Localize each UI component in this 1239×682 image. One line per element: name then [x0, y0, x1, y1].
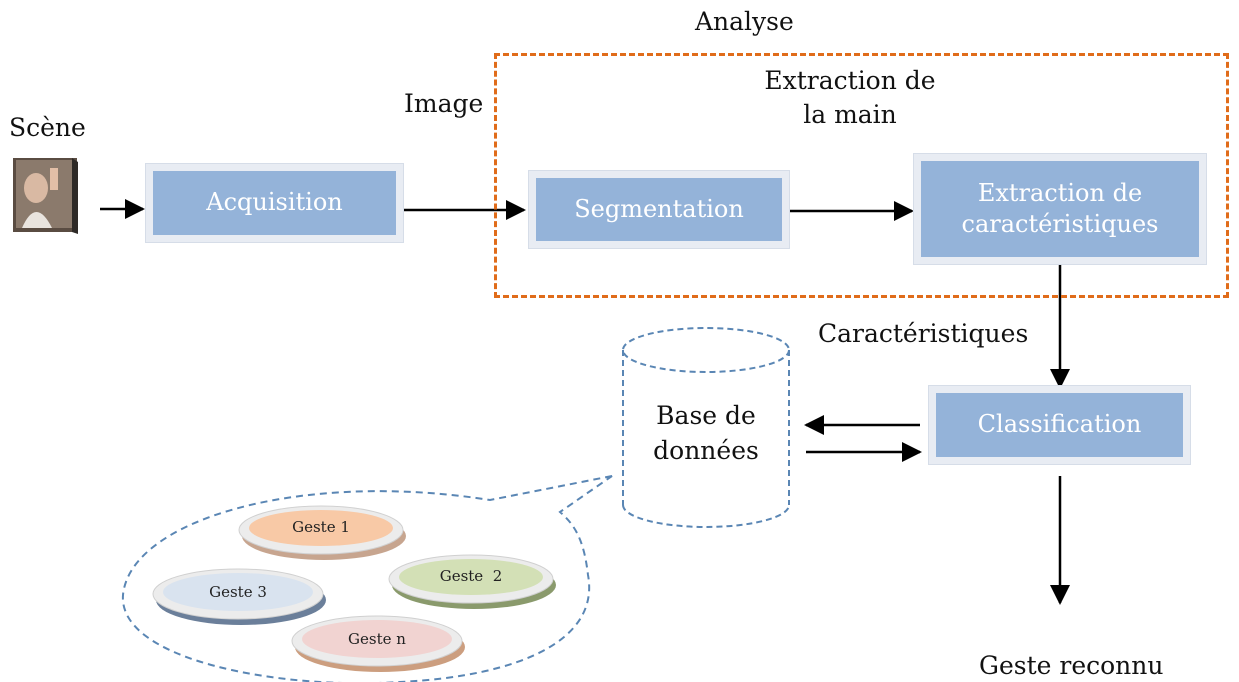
scene-thumbnail-image	[13, 158, 78, 234]
database-label: Base de données	[653, 401, 759, 465]
classification-box: Classification	[929, 386, 1190, 464]
gesture-disk-1	[238, 505, 406, 560]
database-cylinder	[622, 327, 790, 528]
feature-extraction-box-label: Extraction de caractéristiques	[961, 178, 1159, 238]
scene-label: Scène	[9, 113, 86, 142]
analyse-label: Analyse	[695, 7, 794, 36]
gesture-label-3: Geste 3	[209, 583, 267, 601]
gesture-bubble-outline	[121, 475, 613, 682]
segmentation-box-label: Segmentation	[574, 194, 744, 223]
image-label: Image	[404, 89, 484, 118]
gesture-disk-2	[388, 554, 556, 609]
gesture-label-2: Geste 2	[439, 567, 503, 585]
gesture-disk-n	[291, 615, 465, 672]
acquisition-box: Acquisition	[146, 164, 403, 242]
gesture-label-1: Geste 1	[292, 518, 350, 536]
acquisition-box-label: Acquisition	[206, 188, 343, 217]
gesture-disk-3	[152, 568, 326, 625]
hand-extraction-label: Extraction de la main	[764, 66, 936, 129]
recognized-gesture-label: Geste reconnu	[979, 651, 1164, 680]
feature-extraction-box: Extraction de caractéristiques	[914, 154, 1206, 264]
segmentation-box: Segmentation	[529, 171, 789, 248]
analysis-frame	[494, 53, 1229, 298]
gesture-label-n: Geste n	[348, 630, 406, 648]
classification-box-label: Classification	[977, 410, 1142, 439]
features-label: Caractéristiques	[818, 319, 1029, 348]
